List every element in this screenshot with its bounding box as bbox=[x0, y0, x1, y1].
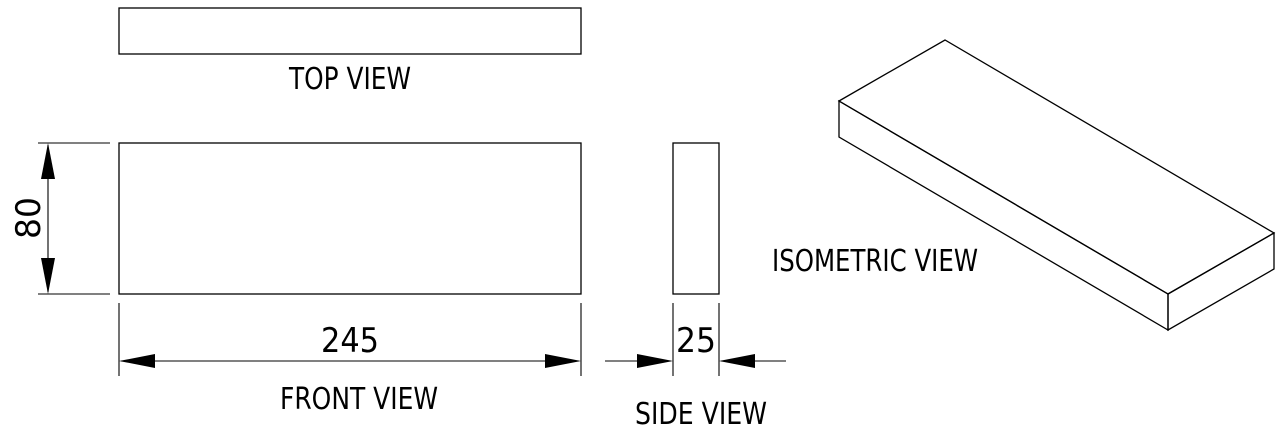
length-arrow-left bbox=[119, 354, 155, 368]
length-arrow-right bbox=[545, 354, 581, 368]
side-view-outline bbox=[672, 142, 720, 295]
height-arrow-top bbox=[41, 143, 55, 179]
isometric-side-face bbox=[1167, 231, 1275, 332]
isometric-front-face bbox=[838, 99, 1169, 332]
thickness-dimension: 25 bbox=[605, 303, 786, 376]
front-view-label: FRONT VIEW bbox=[280, 382, 438, 417]
height-value: 80 bbox=[9, 197, 49, 239]
thickness-arrow-right bbox=[719, 354, 755, 368]
height-arrow-bottom bbox=[41, 258, 55, 294]
isometric-view-drawing bbox=[837, 39, 1276, 332]
top-view-label: TOP VIEW bbox=[288, 62, 411, 97]
side-view-label: SIDE VIEW bbox=[635, 397, 767, 431]
thickness-value: 25 bbox=[676, 321, 716, 361]
length-value: 245 bbox=[321, 321, 379, 361]
front-view-outline bbox=[118, 142, 582, 295]
length-dimension: 245 bbox=[118, 303, 582, 376]
height-dimension: 80 bbox=[9, 142, 110, 295]
top-view-outline bbox=[118, 7, 582, 55]
isometric-view-label: ISOMETRIC VIEW bbox=[772, 244, 978, 279]
thickness-arrow-left bbox=[637, 354, 673, 368]
